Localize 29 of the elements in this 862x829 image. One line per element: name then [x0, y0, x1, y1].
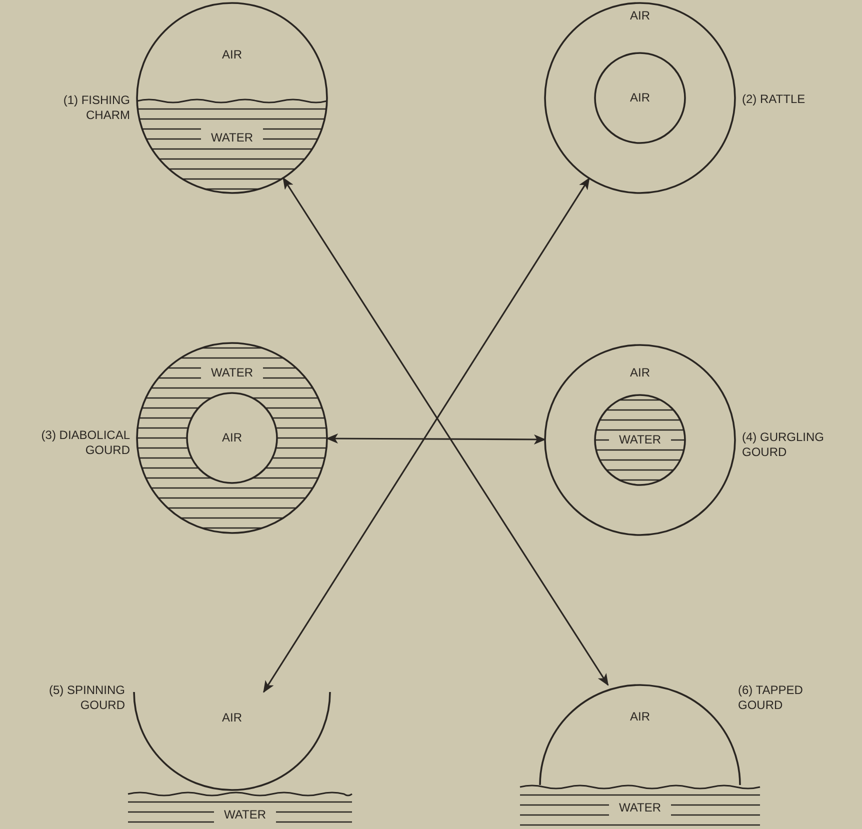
- hatched-ring: [137, 343, 327, 533]
- outer-circle: [545, 3, 735, 193]
- region-label: WATER: [618, 434, 662, 446]
- region-label: WATER: [618, 802, 662, 814]
- caption-label: (2) RATTLE: [742, 92, 806, 107]
- region-label: AIR: [629, 10, 651, 22]
- caption-label: (5) SPINNING GOURD: [48, 683, 125, 713]
- region-label: AIR: [221, 432, 243, 444]
- region-label: AIR: [221, 48, 243, 62]
- half-filled-circle: [137, 3, 327, 193]
- outer-circle: [545, 345, 735, 535]
- region-label: WATER: [223, 808, 267, 822]
- water-layer: [520, 783, 760, 827]
- caption-label: (3) DIABOLICAL GOURD: [40, 428, 130, 458]
- caption-label: (6) TAPPED GOURD: [738, 683, 804, 713]
- dome-arc: [540, 685, 740, 785]
- bowl-arc: [134, 692, 330, 792]
- hatched-disc: [595, 395, 685, 485]
- inner-circle: [187, 393, 277, 483]
- double-arrow: [326, 434, 546, 444]
- region-label: AIR: [629, 710, 651, 724]
- caption-label: (1) FISHING CHARM: [62, 93, 130, 123]
- region-label: AIR: [221, 712, 243, 724]
- caption-label: (4) GURGLING GOURD: [742, 430, 826, 460]
- region-label: AIR: [629, 366, 651, 380]
- inner-circle: [595, 53, 685, 143]
- region-label: WATER: [210, 132, 254, 144]
- region-label: WATER: [210, 366, 254, 380]
- region-label: AIR: [629, 92, 651, 104]
